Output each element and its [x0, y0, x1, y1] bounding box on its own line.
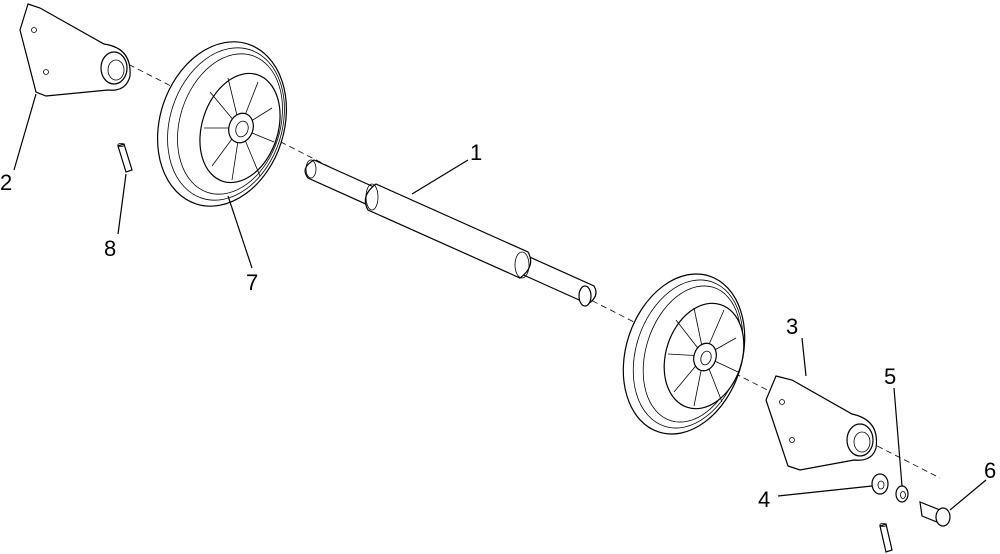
callout-3: 3	[786, 314, 798, 339]
part-8-roll-pin	[117, 142, 133, 173]
part-5-lock-washer	[895, 485, 909, 503]
part-7-right-wheel	[622, 273, 746, 435]
callout-8: 8	[104, 236, 116, 261]
part-7-left-wheel	[156, 41, 288, 207]
callout-4: 4	[758, 487, 770, 512]
callout-1: 1	[470, 140, 482, 165]
callout-5: 5	[884, 364, 896, 389]
callout-6: 6	[984, 458, 996, 483]
part-8-roll-pin-bottom	[879, 523, 893, 553]
part-2-left-bracket	[19, 3, 131, 97]
part-4-washer	[871, 473, 889, 495]
callout-2: 2	[0, 170, 12, 195]
callout-7: 7	[246, 270, 258, 295]
part-3-right-bracket	[765, 375, 878, 471]
part-6-bolt	[919, 501, 951, 527]
part-1-axle	[304, 159, 597, 307]
leader-lines	[13, 93, 987, 511]
